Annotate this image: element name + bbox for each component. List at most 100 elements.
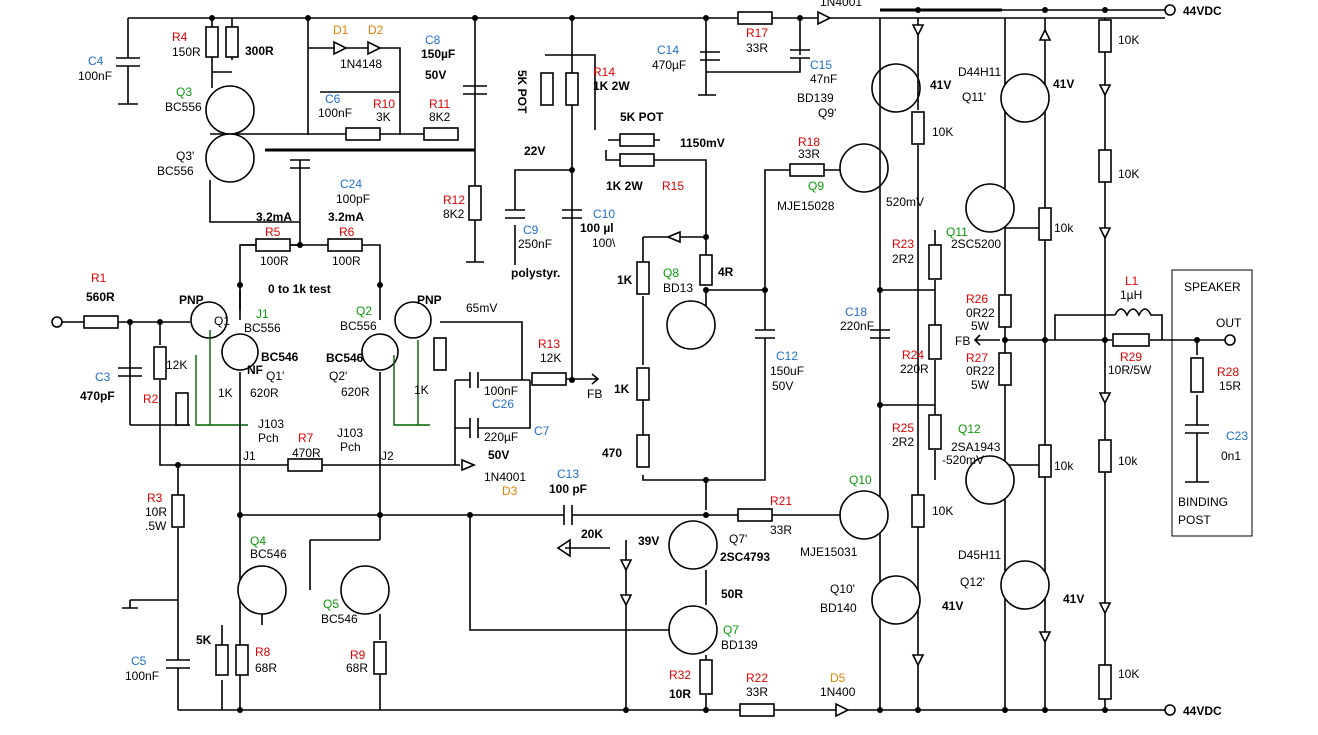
led-q12p bbox=[1038, 631, 1052, 644]
label-r14v: 1K 2W bbox=[593, 79, 630, 93]
label-mje31: MJE15031 bbox=[800, 545, 858, 559]
resistor-r29 bbox=[1112, 333, 1150, 347]
transistor-q11-prime bbox=[1000, 73, 1050, 123]
label-d1: D1 bbox=[333, 23, 349, 37]
label-c12: C12 bbox=[776, 349, 798, 363]
pos-supply-label: 44VDC bbox=[1183, 4, 1222, 18]
label-c13: C13 bbox=[557, 467, 579, 481]
label-k20: 20K bbox=[581, 527, 603, 541]
ref-20k bbox=[556, 538, 610, 558]
label-test: 0 to 1k test bbox=[268, 282, 331, 296]
led-top bbox=[911, 24, 925, 37]
label-out: OUT bbox=[1216, 316, 1242, 330]
label-r29: R29 bbox=[1120, 350, 1142, 364]
label-r1v: 560R bbox=[86, 290, 115, 304]
label-r13v: 12K bbox=[540, 351, 561, 365]
label-c10v2: 100\ bbox=[592, 236, 616, 250]
resistor-r21 bbox=[737, 508, 773, 522]
label-r24: R24 bbox=[902, 348, 924, 362]
label-sc5200: 2SC5200 bbox=[951, 237, 1001, 251]
label-k12: 12K bbox=[166, 358, 187, 372]
q9-wires bbox=[764, 18, 919, 710]
diode-string-3 bbox=[1098, 392, 1112, 405]
resistor-r15 bbox=[619, 153, 655, 167]
label-r5v: 100R bbox=[260, 254, 289, 268]
label-k10d: 10k bbox=[1054, 221, 1074, 235]
feedback-network bbox=[440, 321, 531, 465]
label-r15: R15 bbox=[662, 179, 684, 193]
label-v41a: 41V bbox=[930, 78, 951, 92]
label-d5: D5 bbox=[830, 671, 846, 685]
junction-dots bbox=[127, 7, 1200, 713]
label-c15: C15 bbox=[810, 58, 832, 72]
q3-wires bbox=[118, 18, 440, 135]
label-r15v: 1K 2W bbox=[606, 179, 643, 193]
label-c4v: 100nF bbox=[78, 69, 112, 83]
label-d45: D45H11 bbox=[958, 548, 1001, 562]
label-c18v: 220nF bbox=[840, 319, 874, 333]
resistor-r1 bbox=[83, 315, 119, 329]
transistor-q7-prime bbox=[668, 520, 718, 570]
label-k10f: 10k bbox=[1118, 454, 1138, 468]
transistor-q11 bbox=[965, 183, 1015, 233]
label-c8v: 150µF bbox=[421, 47, 455, 61]
label-k1a: 1K bbox=[218, 386, 233, 400]
resistor-r24 bbox=[928, 324, 942, 360]
transistor-q2-prime bbox=[361, 333, 399, 371]
label-q12p: Q12' bbox=[960, 575, 985, 589]
label-r29v: 10R/5W bbox=[1108, 363, 1152, 377]
label-sa1943: 2SA1943 bbox=[951, 440, 1001, 454]
label-j2: J2 bbox=[381, 449, 394, 463]
label-r22: R22 bbox=[746, 671, 768, 685]
label-q3pv: BC556 bbox=[157, 164, 194, 178]
diode-string-2 bbox=[1098, 227, 1112, 240]
label-c8v2: 50V bbox=[425, 68, 446, 82]
label-q3p: Q3' bbox=[176, 149, 194, 163]
label-j103b: J103 bbox=[337, 426, 363, 440]
label-r24v: 220R bbox=[900, 362, 929, 376]
diode-d3 bbox=[461, 458, 477, 472]
label-q1: Q1 bbox=[214, 314, 230, 328]
label-mv1150: 1150mV bbox=[680, 136, 725, 150]
resistor-10k-c bbox=[1038, 207, 1052, 241]
label-j103a: J103 bbox=[258, 417, 284, 431]
resistor-1k bbox=[636, 261, 650, 295]
input-wire bbox=[62, 321, 460, 466]
resistor-10k-g bbox=[1098, 439, 1112, 473]
label-k1d: 1K bbox=[614, 382, 630, 396]
transistor-q10 bbox=[839, 490, 889, 540]
label-v22: 22V bbox=[524, 144, 545, 158]
label-nf: NF bbox=[247, 363, 263, 377]
label-c26: C26 bbox=[492, 397, 514, 411]
resistor-r7 bbox=[287, 458, 323, 472]
label-l1v: 1µH bbox=[1120, 288, 1142, 302]
resistor-r27 bbox=[998, 352, 1012, 386]
label-c3: C3 bbox=[95, 370, 111, 384]
label-k10b: 10K bbox=[1118, 33, 1139, 47]
label-k1b: 1K bbox=[414, 383, 429, 397]
label-c6v: 100nF bbox=[318, 106, 352, 120]
label-bd139: BD139 bbox=[797, 91, 834, 105]
label-q7p: Q7' bbox=[729, 532, 747, 546]
capacitor-c4 bbox=[116, 57, 140, 104]
label-r17v: 33R bbox=[746, 41, 768, 55]
label-k10a: 10K bbox=[932, 125, 953, 139]
resistor-r13 bbox=[531, 372, 567, 386]
label-l1: L1 bbox=[1125, 274, 1139, 288]
label-c8: C8 bbox=[425, 33, 441, 47]
label-k5: 5K bbox=[196, 633, 212, 647]
transistor-q4 bbox=[237, 565, 287, 615]
diode-d1 bbox=[333, 40, 348, 56]
label-post: POST bbox=[1178, 513, 1211, 527]
pot-1k bbox=[636, 367, 650, 401]
label-r11v: 8K2 bbox=[429, 110, 451, 124]
label-c10v: 100 µl bbox=[580, 221, 614, 235]
label-k10e: 10k bbox=[1054, 459, 1074, 473]
resistor-300r bbox=[225, 26, 239, 58]
label-r32: R32 bbox=[669, 668, 691, 682]
label-pnp1: PNP bbox=[179, 293, 204, 307]
neg-supply-terminal bbox=[1164, 704, 1176, 716]
label-d1v: 1N4148 bbox=[340, 57, 382, 71]
input-terminal bbox=[51, 316, 63, 328]
transistor-q12 bbox=[965, 455, 1015, 505]
